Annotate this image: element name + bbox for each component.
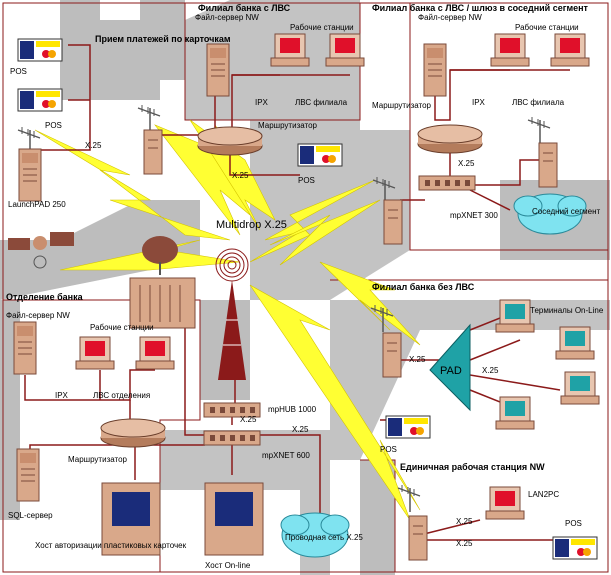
central-host-cabinet [129,277,196,329]
file-server [206,43,230,97]
workstations-label: Рабочие станции [290,23,354,32]
terminals-label: Терминалы On-Line [530,306,604,315]
file-server-label: Файл-сервер NW [6,311,70,320]
launchpad-device [18,148,42,202]
wired-network-label: Проводная сеть X.25 [285,533,363,542]
pos-label: POS [10,67,27,76]
online-terminal [495,396,535,430]
x25-label: X.25 [409,355,426,364]
mpxnet-hub [418,175,476,191]
launchpad-device [382,332,402,378]
mpxnet-600-device [203,430,261,446]
pos-label: POS [380,445,397,454]
ipx-label: IPX [55,391,69,400]
x25-label: X.25 [458,159,475,168]
file-server [13,321,37,375]
workstations-label: Рабочие станции [515,23,579,32]
section-card-payments: Прием платежей по карточкам [95,34,231,44]
workstation [75,336,115,370]
workstation [550,33,590,67]
x25-label: X.25 [456,517,473,526]
neighbor-segment-label: Соседний сегмент [532,207,600,216]
online-terminal [560,371,600,405]
mpxnet600-label: mpXNET 600 [262,451,310,460]
file-server-label: Файл-сервер NW [418,13,482,22]
workstation [325,33,365,67]
pos-terminal [385,415,431,439]
sql-server-label: SQL-сервер [8,511,53,520]
launchpad-device [408,515,428,561]
antenna-icon [527,116,551,145]
card-auth-host-label: Хост авторизации пластиковых карточек [35,541,187,550]
x25-label: X.25 [456,539,473,548]
section-branch-lan: Филиал банка с ЛВС [198,3,291,13]
x25-label: X.25 [85,141,102,150]
diagram-title: Multidrop X.25 [216,219,287,231]
workstations-label: Рабочие станции [90,323,154,332]
pad-label: PAD [440,365,462,377]
file-server-label: Файл-сервер NW [195,13,259,22]
pos-terminal [297,143,343,167]
launchpad-device [383,199,403,245]
online-terminal [495,299,535,333]
x25-label: X.25 [240,415,257,424]
x25-label: X.25 [292,425,309,434]
sql-server [16,448,40,502]
section-branch-lan-gateway: Филиал банка с ЛВС / шлюз в соседний сег… [372,3,589,13]
pos-terminal [17,38,63,62]
launchpad-label: LaunchPAD 250 [8,200,66,209]
workstation [490,33,530,67]
online-terminal [555,326,595,360]
mpxnet300-label: mpXNET 300 [450,211,498,220]
pos-label: POS [298,176,315,185]
router-label: Маршрутизатор [372,101,432,110]
neighbor-segment-cloud [513,193,587,235]
file-server [423,43,447,97]
pad-device [429,323,471,412]
pos-label: POS [565,519,582,528]
router-label: Маршрутизатор [68,455,128,464]
satellite-dish [142,236,178,275]
section-branch-no-lan: Филиал банка без ЛВС [372,282,475,292]
lan-branch-label: ЛВС филиала [295,98,348,107]
online-host-label: Хост On-line [205,561,251,570]
ipx-label: IPX [255,98,269,107]
router [417,124,483,154]
lan-branch-label: ЛВС филиала [512,98,565,107]
online-host [204,482,264,556]
central-radio-mast [215,248,249,380]
pos-label: POS [45,121,62,130]
wired-x25-cloud [280,512,350,558]
launchpad-device [143,129,163,175]
workstation [135,336,175,370]
section-single-ws: Единичная рабочая станция NW [400,462,545,472]
workstation [270,33,310,67]
ipx-label: IPX [472,98,486,107]
card-auth-host [101,482,161,556]
lan-office-label: ЛВС отделения [93,391,150,400]
pos-terminal [17,88,63,112]
x25-label: X.25 [232,171,249,180]
antenna-icon [137,104,161,133]
x25-label: X.25 [482,366,499,375]
lan2pc-label: LAN2PC [528,490,559,499]
satellite [8,232,74,269]
launchpad-device [538,142,558,188]
workstation [485,486,525,520]
router [100,418,166,448]
mphub-label: mpHUB 1000 [268,405,317,414]
router [197,126,263,156]
router-label: Маршрутизатор [258,121,318,130]
pos-terminal [552,536,598,560]
section-bank-office: Отделение банка [6,292,84,302]
